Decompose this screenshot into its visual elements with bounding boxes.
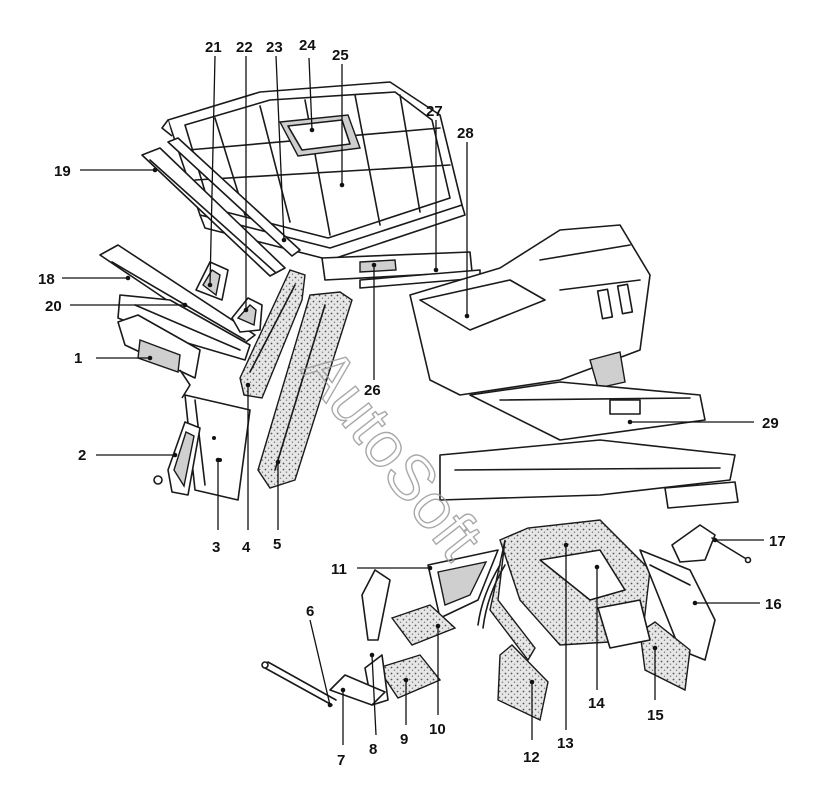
rear-roof-rail [321, 251, 481, 289]
hinge-pillar-2 [153, 421, 201, 496]
callout-24: 24 [299, 37, 316, 54]
callout-20: 20 [45, 298, 62, 315]
callout-9: 9 [400, 731, 408, 748]
callout-11: 11 [331, 561, 347, 578]
bracket-21 [195, 261, 229, 301]
door-sill-11 [427, 549, 499, 619]
callout-labels: 1 2 3 4 5 6 7 8 9 10 11 12 13 14 15 16 1… [38, 37, 786, 769]
bracket-17 [671, 524, 752, 564]
callout-12: 12 [523, 749, 540, 766]
callout-21: 21 [205, 39, 222, 56]
callout-13: 13 [557, 735, 574, 752]
callout-17: 17 [769, 533, 786, 550]
callout-3: 3 [212, 539, 220, 556]
callout-2: 2 [78, 447, 86, 464]
callout-16: 16 [765, 596, 782, 613]
leader-lines [62, 55, 764, 745]
callout-7: 7 [337, 752, 345, 769]
callout-27: 27 [426, 103, 443, 120]
callout-8: 8 [369, 741, 377, 758]
front-roof-rail [141, 137, 301, 277]
callout-29: 29 [762, 415, 779, 432]
step-10 [361, 569, 457, 646]
callout-15: 15 [647, 707, 664, 724]
bracket-22 [231, 297, 263, 333]
seal-strip [477, 564, 506, 629]
callout-14: 14 [588, 695, 605, 712]
callout-26: 26 [364, 382, 381, 399]
floor-assembly [409, 224, 739, 509]
windscreen-cowl [99, 244, 256, 399]
callout-6: 6 [306, 603, 314, 620]
rear-quarter-16 [639, 549, 716, 661]
callout-22: 22 [236, 39, 253, 56]
panel-15 [597, 599, 691, 692]
b-pillar [257, 291, 353, 489]
bracket-7 [329, 674, 386, 706]
callout-1: 1 [74, 350, 82, 367]
callout-18: 18 [38, 271, 55, 288]
callout-10: 10 [429, 721, 446, 738]
callout-19: 19 [54, 163, 71, 180]
a-pillar [239, 269, 306, 399]
rod-6 [261, 661, 337, 706]
callout-25: 25 [332, 47, 349, 64]
callout-5: 5 [273, 536, 281, 553]
callout-4: 4 [242, 539, 251, 556]
callout-28: 28 [457, 125, 474, 142]
panel-12 [497, 644, 549, 722]
leader-dots [125, 127, 718, 708]
callout-23: 23 [266, 39, 283, 56]
